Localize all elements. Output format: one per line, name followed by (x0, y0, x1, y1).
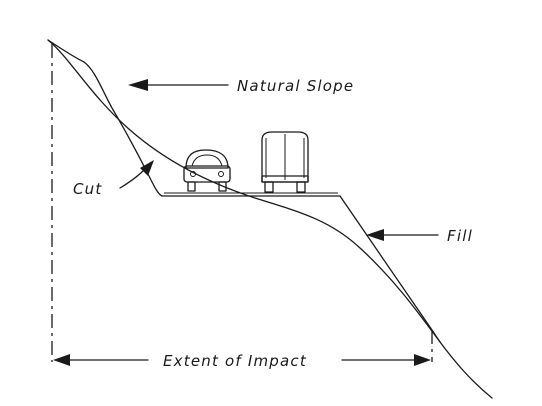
extent-of-impact-dimension (53, 354, 431, 366)
natural-slope-label: Natural Slope (237, 77, 354, 95)
fill-arrow (366, 229, 439, 241)
car-icon (183, 149, 231, 192)
fill-label: Fill (447, 227, 473, 245)
natural-slope-arrow (128, 79, 229, 91)
truck-icon (261, 131, 309, 193)
extent-of-impact-label: Extent of Impact (163, 352, 307, 370)
cut-label: Cut (73, 180, 102, 198)
cut-arrow (119, 160, 154, 189)
cut-slope-line (47, 39, 163, 197)
fill-slope-line (339, 195, 441, 343)
